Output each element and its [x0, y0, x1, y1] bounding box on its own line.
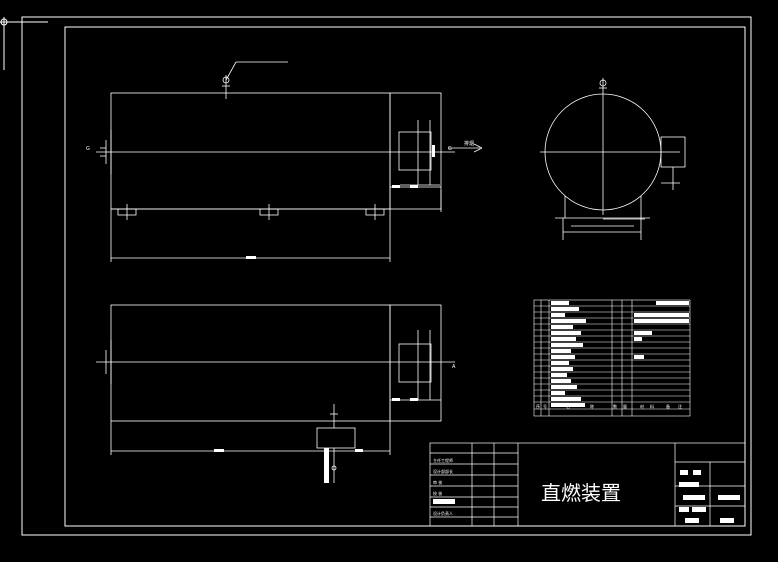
footer-col-2: 号	[543, 403, 547, 409]
footer-col-3: 名	[566, 403, 570, 409]
front-view	[96, 61, 483, 262]
parts-table	[533, 299, 691, 417]
footer-col-5: 数	[613, 403, 617, 409]
lower-right-label: A	[452, 364, 456, 370]
role-review: 审 核	[433, 479, 442, 485]
title-block-fill	[433, 499, 455, 504]
parts-table-footer: 序 号 名 称 数 量 材 料 备 注	[536, 403, 682, 409]
footer-col-1: 序	[536, 403, 540, 409]
title-block	[429, 442, 746, 527]
footer-col-9: 备	[666, 403, 670, 409]
front-bellows	[398, 131, 432, 171]
parts-table-fills	[551, 301, 689, 407]
side-view	[540, 78, 686, 240]
role-design-head: 设计部部长	[433, 468, 453, 474]
right-g-label: G	[448, 146, 452, 152]
footer-col-8: 料	[650, 403, 654, 409]
role-check: 校 核	[433, 490, 442, 496]
footer-col-6: 量	[623, 403, 627, 409]
role-design-lead: 设计负责人	[433, 510, 453, 516]
title-block-right-fills	[679, 470, 740, 523]
outlet-label: 排烟	[464, 140, 474, 147]
drawing-title: 直燃装置	[541, 481, 621, 505]
title-block-rows: 主任工程师 设计部部长 审 核 校 核 设计负责人	[433, 457, 455, 516]
role-chief-engineer: 主任工程师	[433, 457, 453, 463]
top-view	[96, 304, 455, 483]
left-g-label: G	[86, 146, 90, 152]
footer-col-4: 称	[590, 403, 594, 409]
sheet-border	[0, 16, 752, 536]
footer-col-7: 材	[640, 403, 644, 409]
footer-col-10: 注	[678, 403, 682, 409]
